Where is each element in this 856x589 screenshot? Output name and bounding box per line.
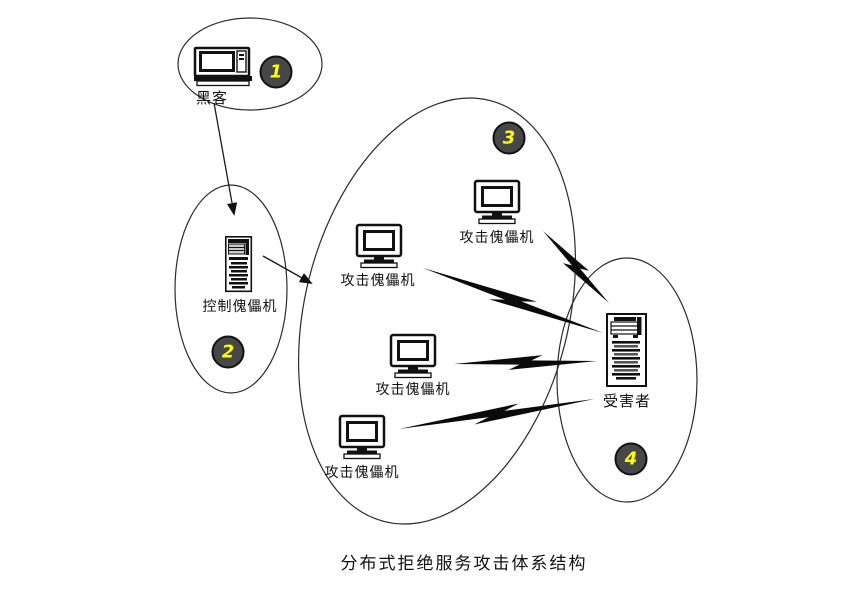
hacker-zone-ellipse xyxy=(177,17,323,111)
lightning-bolt-attack-machine-top xyxy=(543,231,590,271)
attack-computer-icon xyxy=(389,333,437,379)
attack-zombie-label: 攻击傀儡机 xyxy=(340,272,416,288)
connector-arrows xyxy=(213,102,313,284)
attack-zombie-label: 攻击傀儡机 xyxy=(375,381,451,397)
lightning-bolt-attack-machine-bottom xyxy=(474,399,594,425)
attack-computer-icon xyxy=(473,179,521,225)
attack-zombie-label: 攻击傀儡机 xyxy=(324,464,400,480)
attack-zombie-label: 攻击傀儡机 xyxy=(459,229,535,245)
zone-badge-3: 3 xyxy=(492,121,526,155)
victim-server-icon xyxy=(606,313,647,387)
control-server-icon xyxy=(225,236,253,293)
hacker-computer-icon xyxy=(193,46,252,87)
zone-badge-4: 4 xyxy=(614,442,648,476)
victim-zone-ellipse xyxy=(556,257,698,503)
arrow-hacker-to-control xyxy=(213,102,238,216)
diagram-caption: 分布式拒绝服务攻击体系结构 xyxy=(340,554,588,573)
attack-lightning-bolts xyxy=(399,231,609,429)
lightning-bolt-attack-machine-middle xyxy=(454,355,543,365)
lightning-bolt-attack-machine-bottom xyxy=(399,403,519,429)
arrow-control-to-attack xyxy=(262,255,313,284)
control-zone-ellipse xyxy=(174,184,288,394)
victim-label: 受害者 xyxy=(602,393,652,410)
attack-zone-ellipse xyxy=(297,97,577,525)
zone-badge-2: 2 xyxy=(211,335,245,369)
lightning-bolt-attack-machine-left xyxy=(489,299,603,333)
attack-computer-icon xyxy=(355,223,403,269)
lightning-bolt-attack-machine-middle xyxy=(508,360,597,370)
lightning-bolt-attack-machine-top xyxy=(562,263,609,303)
attack-computer-icon xyxy=(338,414,386,460)
lightning-bolt-attack-machine-left xyxy=(423,268,537,302)
zone-badge-1: 1 xyxy=(259,55,293,89)
control-zombie-label: 控制傀儡机 xyxy=(202,298,278,314)
hacker-label: 黑客 xyxy=(195,90,229,107)
